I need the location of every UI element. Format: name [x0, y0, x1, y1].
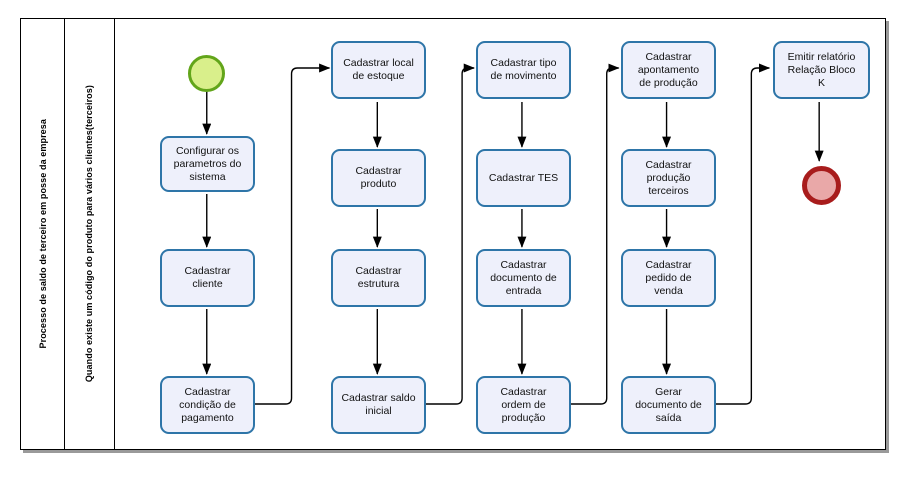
- task-cadastrar-tes[interactable]: Cadastrar TES: [476, 149, 571, 207]
- task-cadastrar-saldo-inicial[interactable]: Cadastrar saldo inicial: [331, 376, 426, 434]
- process-pool: Processo de saldo de terceiro em posse d…: [20, 18, 886, 450]
- task-gerar-documento-saida[interactable]: Gerar documento de saída: [621, 376, 716, 434]
- task-cadastrar-estrutura[interactable]: Cadastrar estrutura: [331, 249, 426, 307]
- lane-divider-2: [114, 19, 115, 449]
- task-cadastrar-producao-terceiros[interactable]: Cadastrar produção terceiros: [621, 149, 716, 207]
- task-emitir-relatorio-bloco-k[interactable]: Emitir relatório Relação Bloco K: [773, 41, 870, 99]
- lane-header-condition: Quando existe um código do produto para …: [64, 19, 114, 449]
- lane-divider-1: [64, 19, 65, 449]
- connector-gerar-documento-to-emitir-relatorio: [714, 63, 771, 405]
- task-cadastrar-pedido-venda[interactable]: Cadastrar pedido de venda: [621, 249, 716, 307]
- task-cadastrar-ordem-producao[interactable]: Cadastrar ordem de produção: [476, 376, 571, 434]
- task-cadastrar-apontamento-producao[interactable]: Cadastrar apontamento de produção: [621, 41, 716, 99]
- task-cadastrar-cliente[interactable]: Cadastrar cliente: [160, 249, 255, 307]
- end-event[interactable]: [802, 166, 841, 205]
- connector-saldo-inicial-to-tipo-movimento: [425, 63, 475, 405]
- task-cadastrar-local-estoque[interactable]: Cadastrar local de estoque: [331, 41, 426, 99]
- lane-label-condition: Quando existe um código do produto para …: [84, 85, 94, 383]
- task-cadastrar-produto[interactable]: Cadastrar produto: [331, 149, 426, 207]
- start-event[interactable]: [188, 55, 225, 92]
- lane-header-process: Processo de saldo de terceiro em posse d…: [21, 19, 64, 449]
- task-cadastrar-tipo-movimento[interactable]: Cadastrar tipo de movimento: [476, 41, 571, 99]
- task-cadastrar-condicao-pagamento[interactable]: Cadastrar condição de pagamento: [160, 376, 255, 434]
- lane-label-process: Processo de saldo de terceiro em posse d…: [37, 119, 48, 349]
- flow-area: Configurar os parametros do sistema Cada…: [114, 19, 885, 449]
- task-cadastrar-documento-entrada[interactable]: Cadastrar documento de entrada: [476, 249, 571, 307]
- task-configurar-parametros[interactable]: Configurar os parametros do sistema: [160, 136, 255, 192]
- connector-condicao-to-local-estoque: [254, 63, 331, 405]
- connector-ordem-producao-to-apontamento: [569, 63, 620, 405]
